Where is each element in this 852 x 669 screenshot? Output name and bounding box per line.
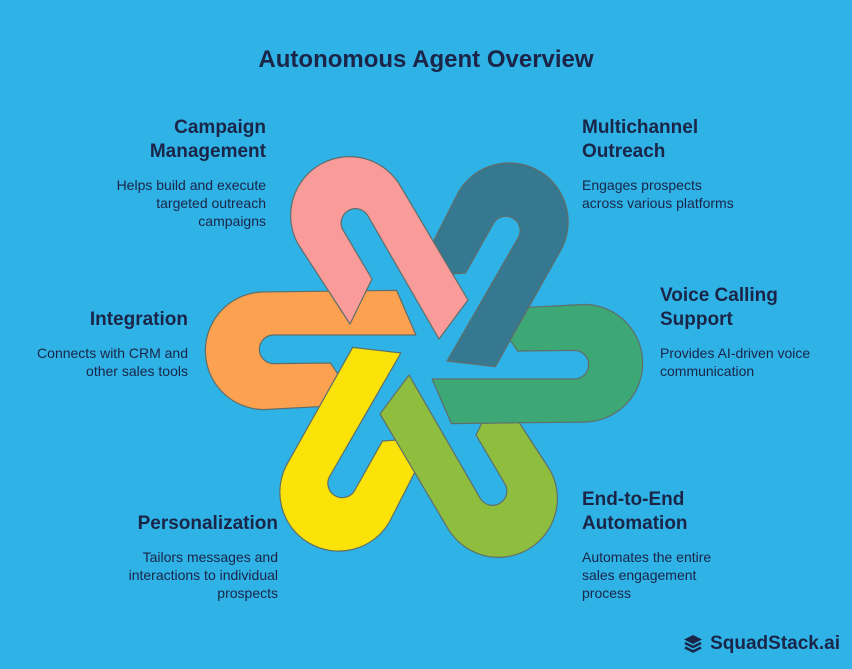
end-to-end-automation-description: Automates the entire sales engagement pr…	[582, 549, 712, 601]
item-voice-calling-support: Voice Calling Support Provides AI-driven…	[660, 284, 840, 380]
personalization-heading: Personalization	[137, 513, 278, 534]
item-personalization: Personalization Tailors messages and int…	[28, 512, 278, 602]
voice-calling-support-heading: Voice Calling Support	[660, 285, 778, 330]
integration-description: Connects with CRM and other sales tools	[37, 345, 188, 379]
personalization-band	[279, 346, 434, 552]
item-multichannel-outreach: Multichannel Outreach Engages prospects …	[582, 116, 832, 212]
brand-name: SquadStack.ai	[710, 633, 840, 654]
voice-calling-support-band	[431, 303, 644, 425]
integration-heading: Integration	[89, 309, 188, 330]
end-to-end-automation-heading: End-to-End Automation	[582, 489, 688, 534]
multichannel-outreach-band	[414, 162, 569, 368]
personalization-description: Tailors messages and interactions to ind…	[128, 549, 278, 601]
campaign-management-heading: Campaign Management	[149, 117, 266, 162]
stack-layers-icon	[682, 633, 704, 655]
brand-logo: SquadStack.ai	[682, 633, 840, 655]
voice-calling-support-description: Provides AI-driven voice communication	[660, 345, 811, 379]
multichannel-outreach-heading: Multichannel Outreach	[582, 117, 699, 162]
integration-band	[204, 289, 417, 411]
item-end-to-end-automation: End-to-End Automation Automates the enti…	[582, 488, 832, 602]
item-campaign-management: Campaign Management Helps build and exec…	[16, 116, 266, 230]
campaign-management-band	[290, 156, 469, 340]
item-integration: Integration Connects with CRM and other …	[0, 308, 188, 380]
diagram-title: Autonomous Agent Overview	[258, 46, 594, 73]
multichannel-outreach-description: Engages prospects across various platfor…	[582, 177, 734, 211]
campaign-management-description: Helps build and execute targeted outreac…	[116, 177, 266, 229]
